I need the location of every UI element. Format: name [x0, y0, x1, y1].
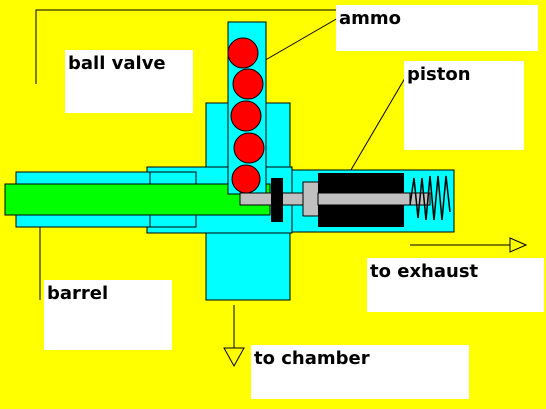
ammo-ball-1 — [227, 37, 259, 69]
exhaust-arrow-head — [509, 237, 528, 253]
ammo-ball-5 — [231, 164, 261, 194]
ball-valve-leader — [35, 9, 338, 84]
label-piston: piston — [404, 61, 524, 150]
label-ball-valve: ball valve — [65, 50, 193, 113]
ammo-ball-3 — [230, 100, 262, 132]
chamber-arrow-head — [223, 347, 245, 368]
ammo-ball-4 — [233, 132, 265, 164]
label-barrel: barrel — [44, 280, 172, 350]
piston-leader — [347, 77, 406, 176]
lower-chamber — [205, 229, 291, 301]
label-to-chamber: to chamber — [251, 345, 469, 399]
label-to-exhaust: to exhaust — [367, 258, 544, 312]
piston-rod-through — [317, 192, 411, 206]
rod-collar — [302, 181, 320, 217]
label-ammo: ammo — [336, 5, 538, 51]
piston-spring — [409, 175, 451, 221]
ammo-leader — [261, 17, 339, 63]
ammo-ball-2 — [232, 68, 264, 100]
piston-seal — [271, 178, 283, 222]
